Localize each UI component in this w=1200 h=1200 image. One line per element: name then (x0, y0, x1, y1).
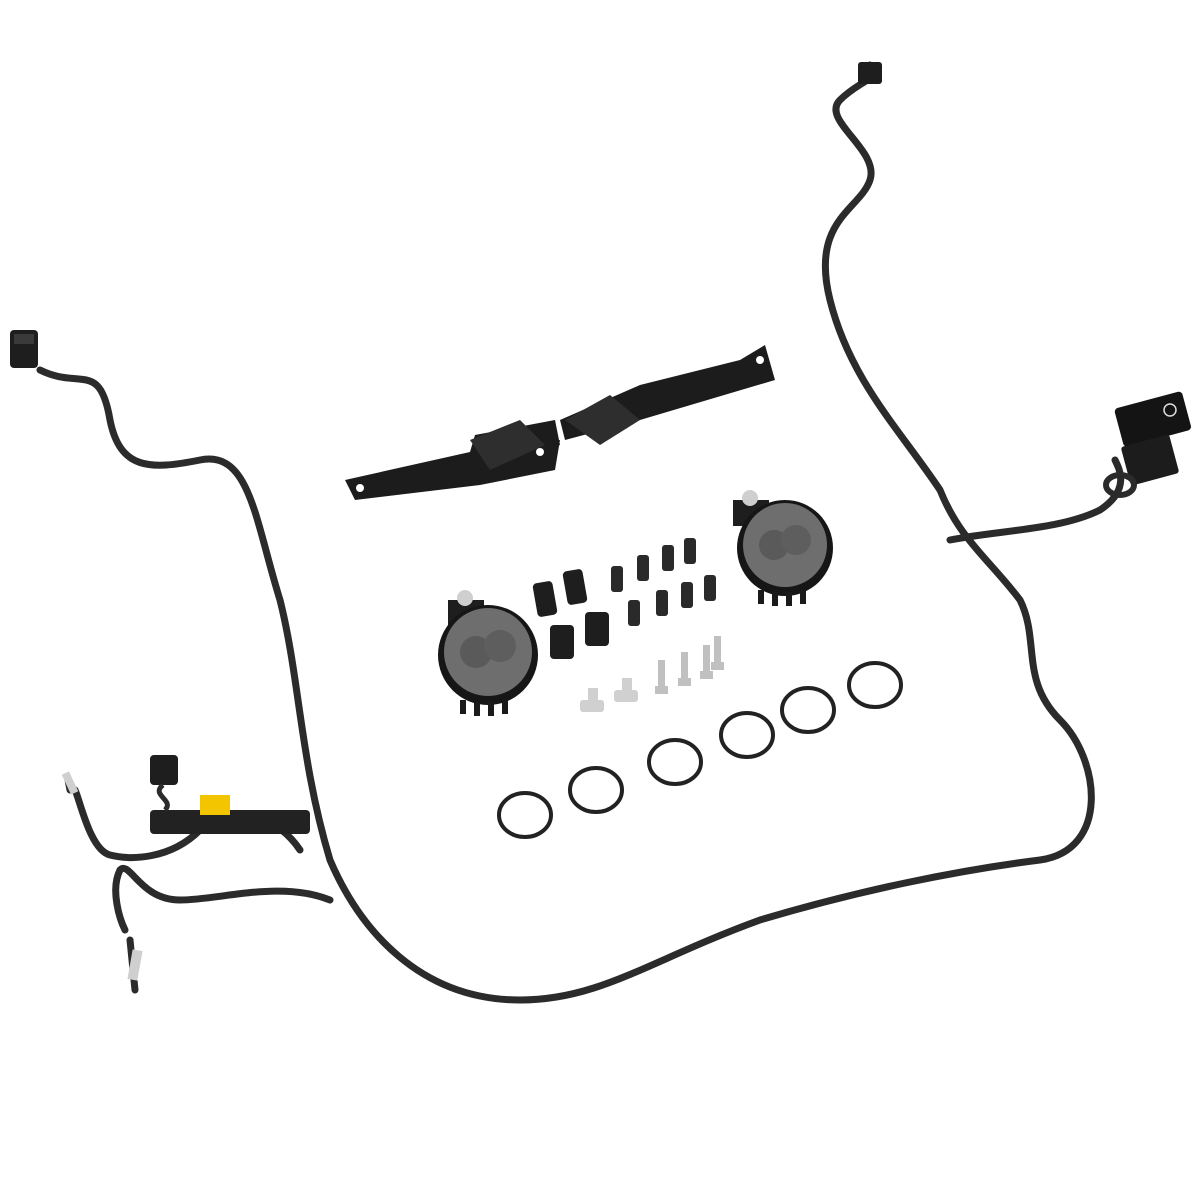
connector-left (10, 330, 38, 368)
ring-terminals (61, 771, 143, 981)
fuse-cap (150, 755, 178, 785)
cable-ties (497, 661, 903, 839)
rocker-switch (1103, 391, 1191, 498)
inline-fuse-holder (150, 755, 310, 834)
bolts (655, 636, 724, 694)
mounting-bracket (345, 345, 775, 500)
plugs (550, 612, 609, 659)
p-clamps (532, 569, 588, 617)
connector-top-right (858, 62, 882, 84)
led-light-left (438, 590, 538, 716)
wire-clips (611, 538, 716, 626)
headlight-icon (1163, 403, 1177, 417)
led-light-right (733, 490, 833, 606)
chrome-nuts (580, 678, 638, 712)
